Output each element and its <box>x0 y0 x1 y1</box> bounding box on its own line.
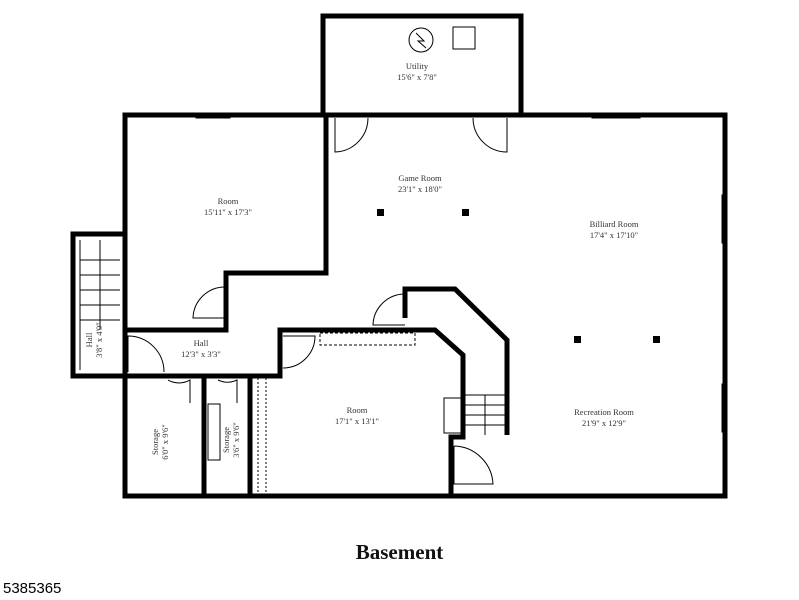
floor-title: Basement <box>355 540 444 564</box>
door-icon <box>127 335 165 373</box>
room-size: 17'4" x 17'10" <box>590 230 638 240</box>
room-name: Recreation Room <box>574 407 634 417</box>
door-icon <box>167 379 191 403</box>
room-name: Billiard Room <box>590 219 639 229</box>
room-name: Utility <box>406 61 429 71</box>
listing-id: 5385365 <box>3 580 62 597</box>
door-icon <box>282 335 316 369</box>
room-name: Hall <box>194 338 209 348</box>
room-size: 15'6" x 7'8" <box>397 72 437 82</box>
room-name: Hall <box>84 332 94 347</box>
room-size: 3'6" x 9'6" <box>231 422 241 458</box>
room-size: 17'1" x 13'1" <box>335 416 379 426</box>
room-labels: Utility 15'6" x 7'8" Game Room 23'1" x 1… <box>84 61 639 460</box>
room-name: Room <box>347 405 368 415</box>
furnace-icon <box>452 26 476 50</box>
door-icon <box>453 445 494 485</box>
room-size: 23'1" x 18'0" <box>398 184 442 194</box>
room-size: 12'3" x 3'3" <box>181 349 221 359</box>
door-icon <box>217 379 238 403</box>
water-heater-icon <box>408 27 434 53</box>
door-icon <box>472 117 508 153</box>
room-name: Room <box>218 196 239 206</box>
door-icon <box>372 293 406 326</box>
door-icon <box>192 286 226 319</box>
room-size: 21'9" x 12'9" <box>582 418 626 428</box>
stairs-icon <box>79 240 505 435</box>
walls <box>70 13 728 499</box>
room-size: 15'11" x 17'3" <box>204 207 252 217</box>
room-size: 3'8" x 4'9" <box>94 322 104 358</box>
room-name: Game Room <box>398 173 442 183</box>
details <box>79 26 728 494</box>
door-icon <box>334 117 369 153</box>
room-name: Storage <box>221 427 231 453</box>
room-name: Storage <box>150 429 160 455</box>
room-size: 6'0" x 9'6" <box>160 424 170 460</box>
